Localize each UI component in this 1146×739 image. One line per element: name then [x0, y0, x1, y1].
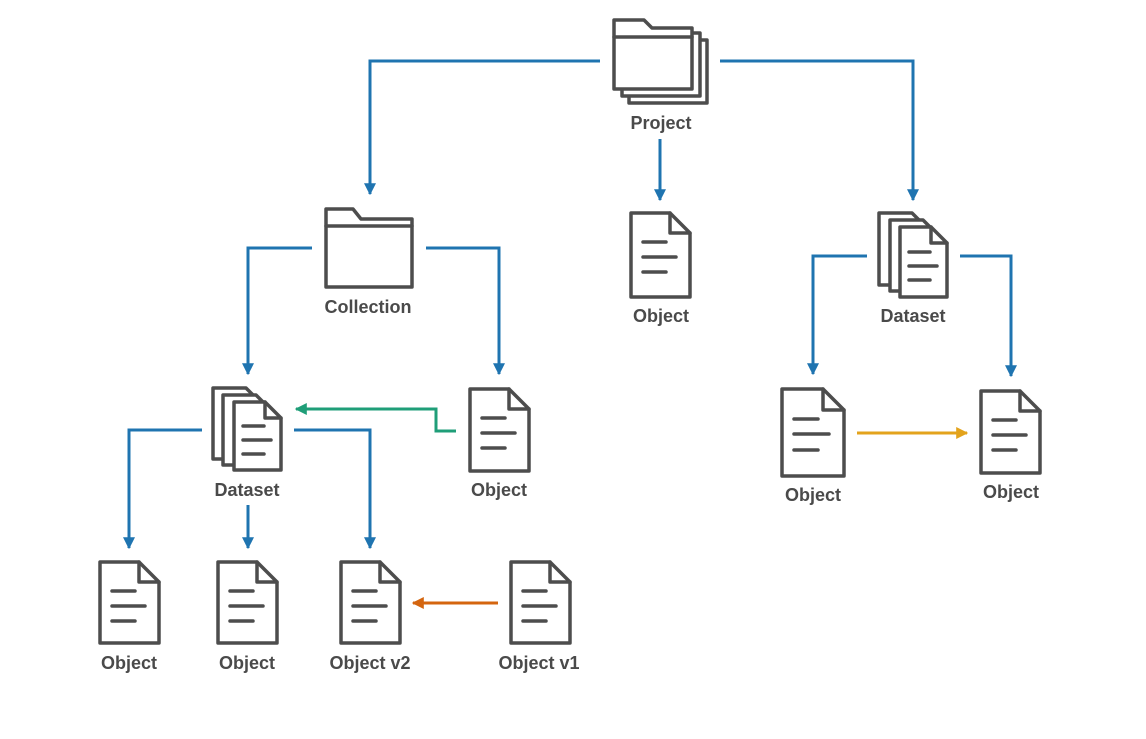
- document-icon: [98, 560, 161, 645]
- document-icon: [216, 560, 279, 645]
- document-stack-icon: [877, 211, 949, 299]
- dataset-left-label: Dataset: [214, 480, 280, 500]
- right-object-2-label: Object: [982, 482, 1040, 502]
- edge-dataset-left-object-1: [123, 428, 202, 550]
- collection-label: Collection: [324, 297, 412, 317]
- left-object-v2-label: Object v2: [329, 653, 411, 673]
- edge-project-collection: [364, 59, 600, 196]
- document-icon: [509, 560, 572, 645]
- document-icon: [780, 387, 846, 478]
- edge-object-to-dataset-green: [294, 403, 456, 433]
- document-icon: [629, 211, 692, 299]
- folder-icon: [324, 207, 414, 289]
- edge-dataset-left-object-v2: [294, 428, 376, 550]
- edge-project-dataset-right: [720, 59, 919, 202]
- project-label: Project: [630, 113, 692, 133]
- document-icon: [979, 389, 1042, 475]
- left-object-2-label: Object: [218, 653, 276, 673]
- document-stack-icon: [211, 386, 283, 472]
- left-object-v1-label: Object v1: [498, 653, 580, 673]
- collection-object-label: Object: [470, 480, 528, 500]
- edge-dataset-right-object-1: [807, 254, 867, 376]
- dataset-right-label: Dataset: [880, 306, 946, 326]
- edge-collection-dataset-left: [242, 246, 312, 376]
- folder-stack-icon: [612, 18, 709, 105]
- right-object-1-label: Object: [784, 485, 842, 505]
- document-icon: [468, 387, 531, 473]
- left-object-1-label: Object: [100, 653, 158, 673]
- project-object-label: Object: [632, 306, 690, 326]
- document-icon: [339, 560, 402, 645]
- edge-collection-object: [426, 246, 505, 376]
- edge-dataset-right-object-2: [960, 254, 1017, 378]
